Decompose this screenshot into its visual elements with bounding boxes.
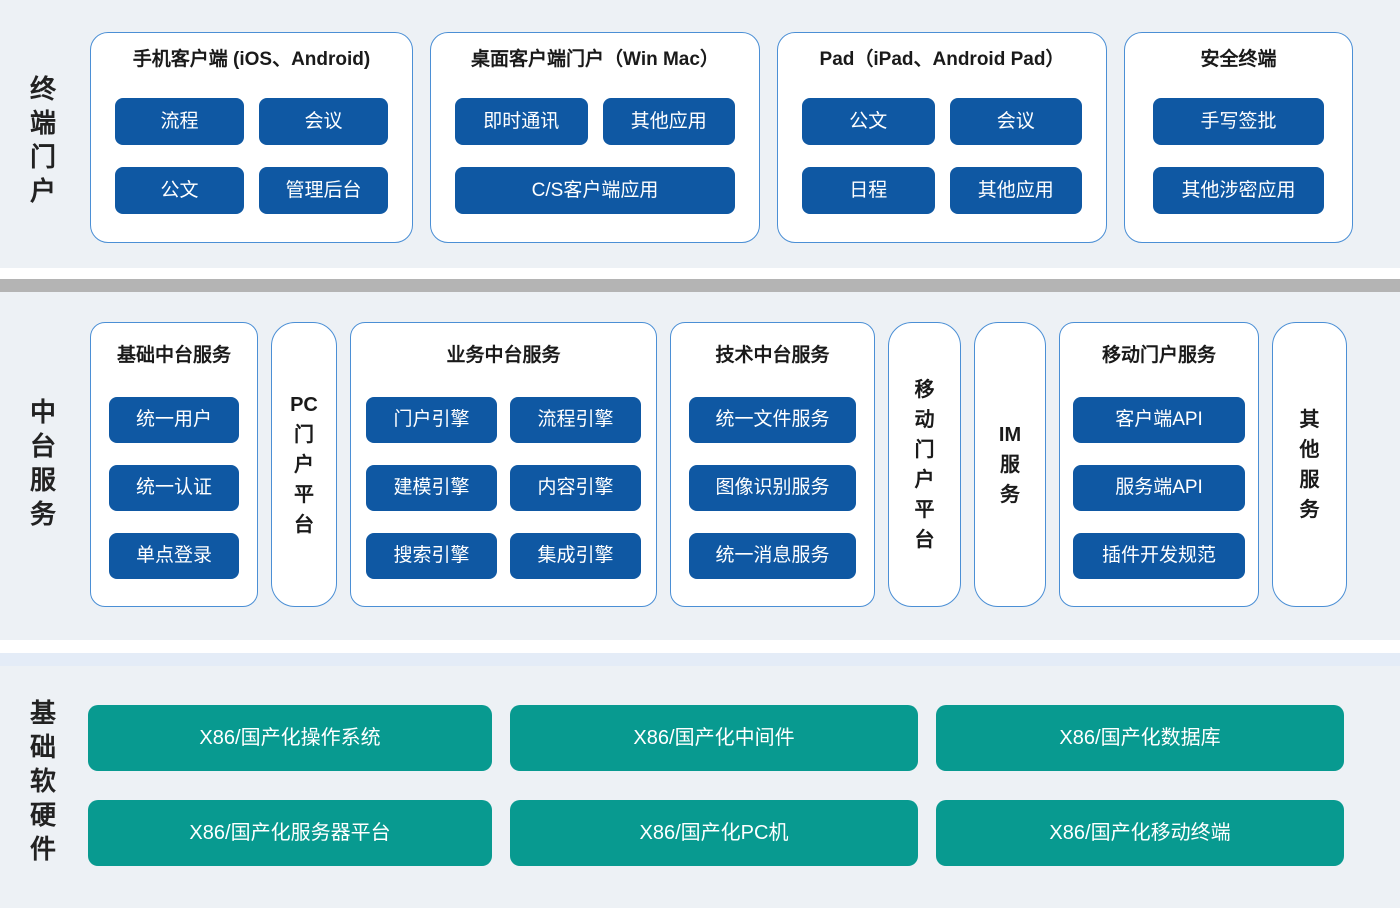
panel-title: 基础中台服务	[116, 345, 231, 366]
card-body: 手写签批 其他涉密应用	[1125, 73, 1352, 214]
node-domestic-database: X86/国产化数据库	[936, 705, 1344, 771]
node-official-doc: 公文	[802, 98, 935, 145]
card-desktop-client: 桌面客户端门户（Win Mac） 即时通讯 其他应用 C/S客户端应用	[430, 32, 760, 243]
panel-body: 统一文件服务 图像识别服务 统一消息服务	[671, 369, 874, 579]
panel-body: 客户端API 服务端API 插件开发规范	[1060, 369, 1258, 579]
panel-body: 统一用户 统一认证 单点登录	[91, 369, 257, 579]
node-domestic-middleware: X86/国产化中间件	[510, 705, 918, 771]
node-domestic-pc: X86/国产化PC机	[510, 800, 918, 866]
divider-pale-band	[0, 653, 1400, 666]
strip-label: 移动门户平台	[914, 378, 935, 551]
node-workflow-engine: 流程引擎	[510, 397, 641, 443]
strip-other-services: 其他服务	[1272, 322, 1347, 607]
node-admin-backend: 管理后台	[259, 167, 388, 214]
node-search-engine: 搜索引擎	[366, 533, 497, 579]
panel-body: 门户引擎 流程引擎 建模引擎 内容引擎 搜索引擎 集成引擎	[351, 369, 656, 579]
node-instant-messaging: 即时通讯	[455, 98, 588, 145]
terminal-cards-row: 手机客户端 (iOS、Android) 流程 会议 公文 管理后台 桌面客户端门…	[90, 32, 1353, 243]
node-client-api: 客户端API	[1073, 397, 1245, 443]
panel-title: 移动门户服务	[1101, 345, 1216, 366]
middle-cards-row: 基础中台服务 统一用户 统一认证 单点登录 PC门户平台 业务中台服务 门户引擎…	[90, 322, 1347, 607]
strip-mobile-portal-platform: 移动门户平台	[888, 322, 961, 607]
divider-white-1	[0, 268, 1400, 279]
node-official-doc: 公文	[115, 167, 244, 214]
node-unified-user: 统一用户	[109, 397, 239, 443]
node-other-apps: 其他应用	[949, 167, 1082, 214]
node-unified-auth: 统一认证	[109, 465, 239, 511]
node-integration-engine: 集成引擎	[510, 533, 641, 579]
node-domestic-server-platform: X86/国产化服务器平台	[88, 800, 492, 866]
node-portal-engine: 门户引擎	[366, 397, 497, 443]
strip-im-service: IM服务	[974, 322, 1046, 607]
node-unified-file-service: 统一文件服务	[689, 397, 856, 443]
node-other-classified-apps: 其他涉密应用	[1153, 167, 1324, 214]
node-schedule: 日程	[802, 167, 935, 214]
foundation-grid: X86/国产化操作系统 X86/国产化中间件 X86/国产化数据库 X86/国产…	[88, 705, 1344, 866]
panel-business-middle-services: 业务中台服务 门户引擎 流程引擎 建模引擎 内容引擎 搜索引擎 集成引擎	[350, 322, 657, 607]
card-pad: Pad（iPad、Android Pad） 公文 会议 日程 其他应用	[777, 32, 1107, 243]
card-secure-terminal: 安全终端 手写签批 其他涉密应用	[1124, 32, 1353, 243]
panel-basic-middle-services: 基础中台服务 统一用户 统一认证 单点登录	[90, 322, 258, 607]
strip-label: IM服务	[998, 423, 1022, 506]
divider-white-2	[0, 640, 1400, 653]
node-unified-message-service: 统一消息服务	[689, 533, 856, 579]
node-meeting: 会议	[949, 98, 1082, 145]
card-body: 即时通讯 其他应用 C/S客户端应用	[431, 73, 759, 214]
section-label-terminal-portal: 终端门户	[29, 74, 56, 206]
node-cs-client-app: C/S客户端应用	[455, 167, 735, 214]
panel-tech-middle-services: 技术中台服务 统一文件服务 图像识别服务 统一消息服务	[670, 322, 875, 607]
node-server-api: 服务端API	[1073, 465, 1245, 511]
strip-pc-portal-platform: PC门户平台	[271, 322, 337, 607]
strip-label: 其他服务	[1299, 408, 1320, 521]
node-meeting: 会议	[259, 98, 388, 145]
node-plugin-dev-spec: 插件开发规范	[1073, 533, 1245, 579]
section-label-middle-platform: 中台服务	[29, 397, 56, 529]
card-title: 安全终端	[1200, 49, 1277, 70]
panel-title: 技术中台服务	[715, 345, 830, 366]
node-single-sign-on: 单点登录	[109, 533, 239, 579]
divider-gray-bar	[0, 279, 1400, 292]
card-title: 手机客户端 (iOS、Android)	[132, 49, 371, 70]
card-mobile-client: 手机客户端 (iOS、Android) 流程 会议 公文 管理后台	[90, 32, 413, 243]
node-domestic-os: X86/国产化操作系统	[88, 705, 492, 771]
node-modeling-engine: 建模引擎	[366, 465, 497, 511]
node-content-engine: 内容引擎	[510, 465, 641, 511]
panel-title: 业务中台服务	[446, 345, 561, 366]
node-other-apps: 其他应用	[602, 98, 735, 145]
node-image-recognition-service: 图像识别服务	[689, 465, 856, 511]
card-title: 桌面客户端门户（Win Mac）	[471, 49, 719, 70]
node-handwritten-sign: 手写签批	[1153, 98, 1324, 145]
node-workflow: 流程	[115, 98, 244, 145]
panel-mobile-portal-services: 移动门户服务 客户端API 服务端API 插件开发规范	[1059, 322, 1259, 607]
strip-label: PC门户平台	[290, 393, 318, 536]
node-domestic-mobile-terminal: X86/国产化移动终端	[936, 800, 1344, 866]
card-body: 公文 会议 日程 其他应用	[778, 73, 1106, 214]
section-label-foundation: 基础软硬件	[29, 698, 56, 864]
card-title: Pad（iPad、Android Pad）	[819, 49, 1065, 70]
card-body: 流程 会议 公文 管理后台	[91, 73, 412, 214]
